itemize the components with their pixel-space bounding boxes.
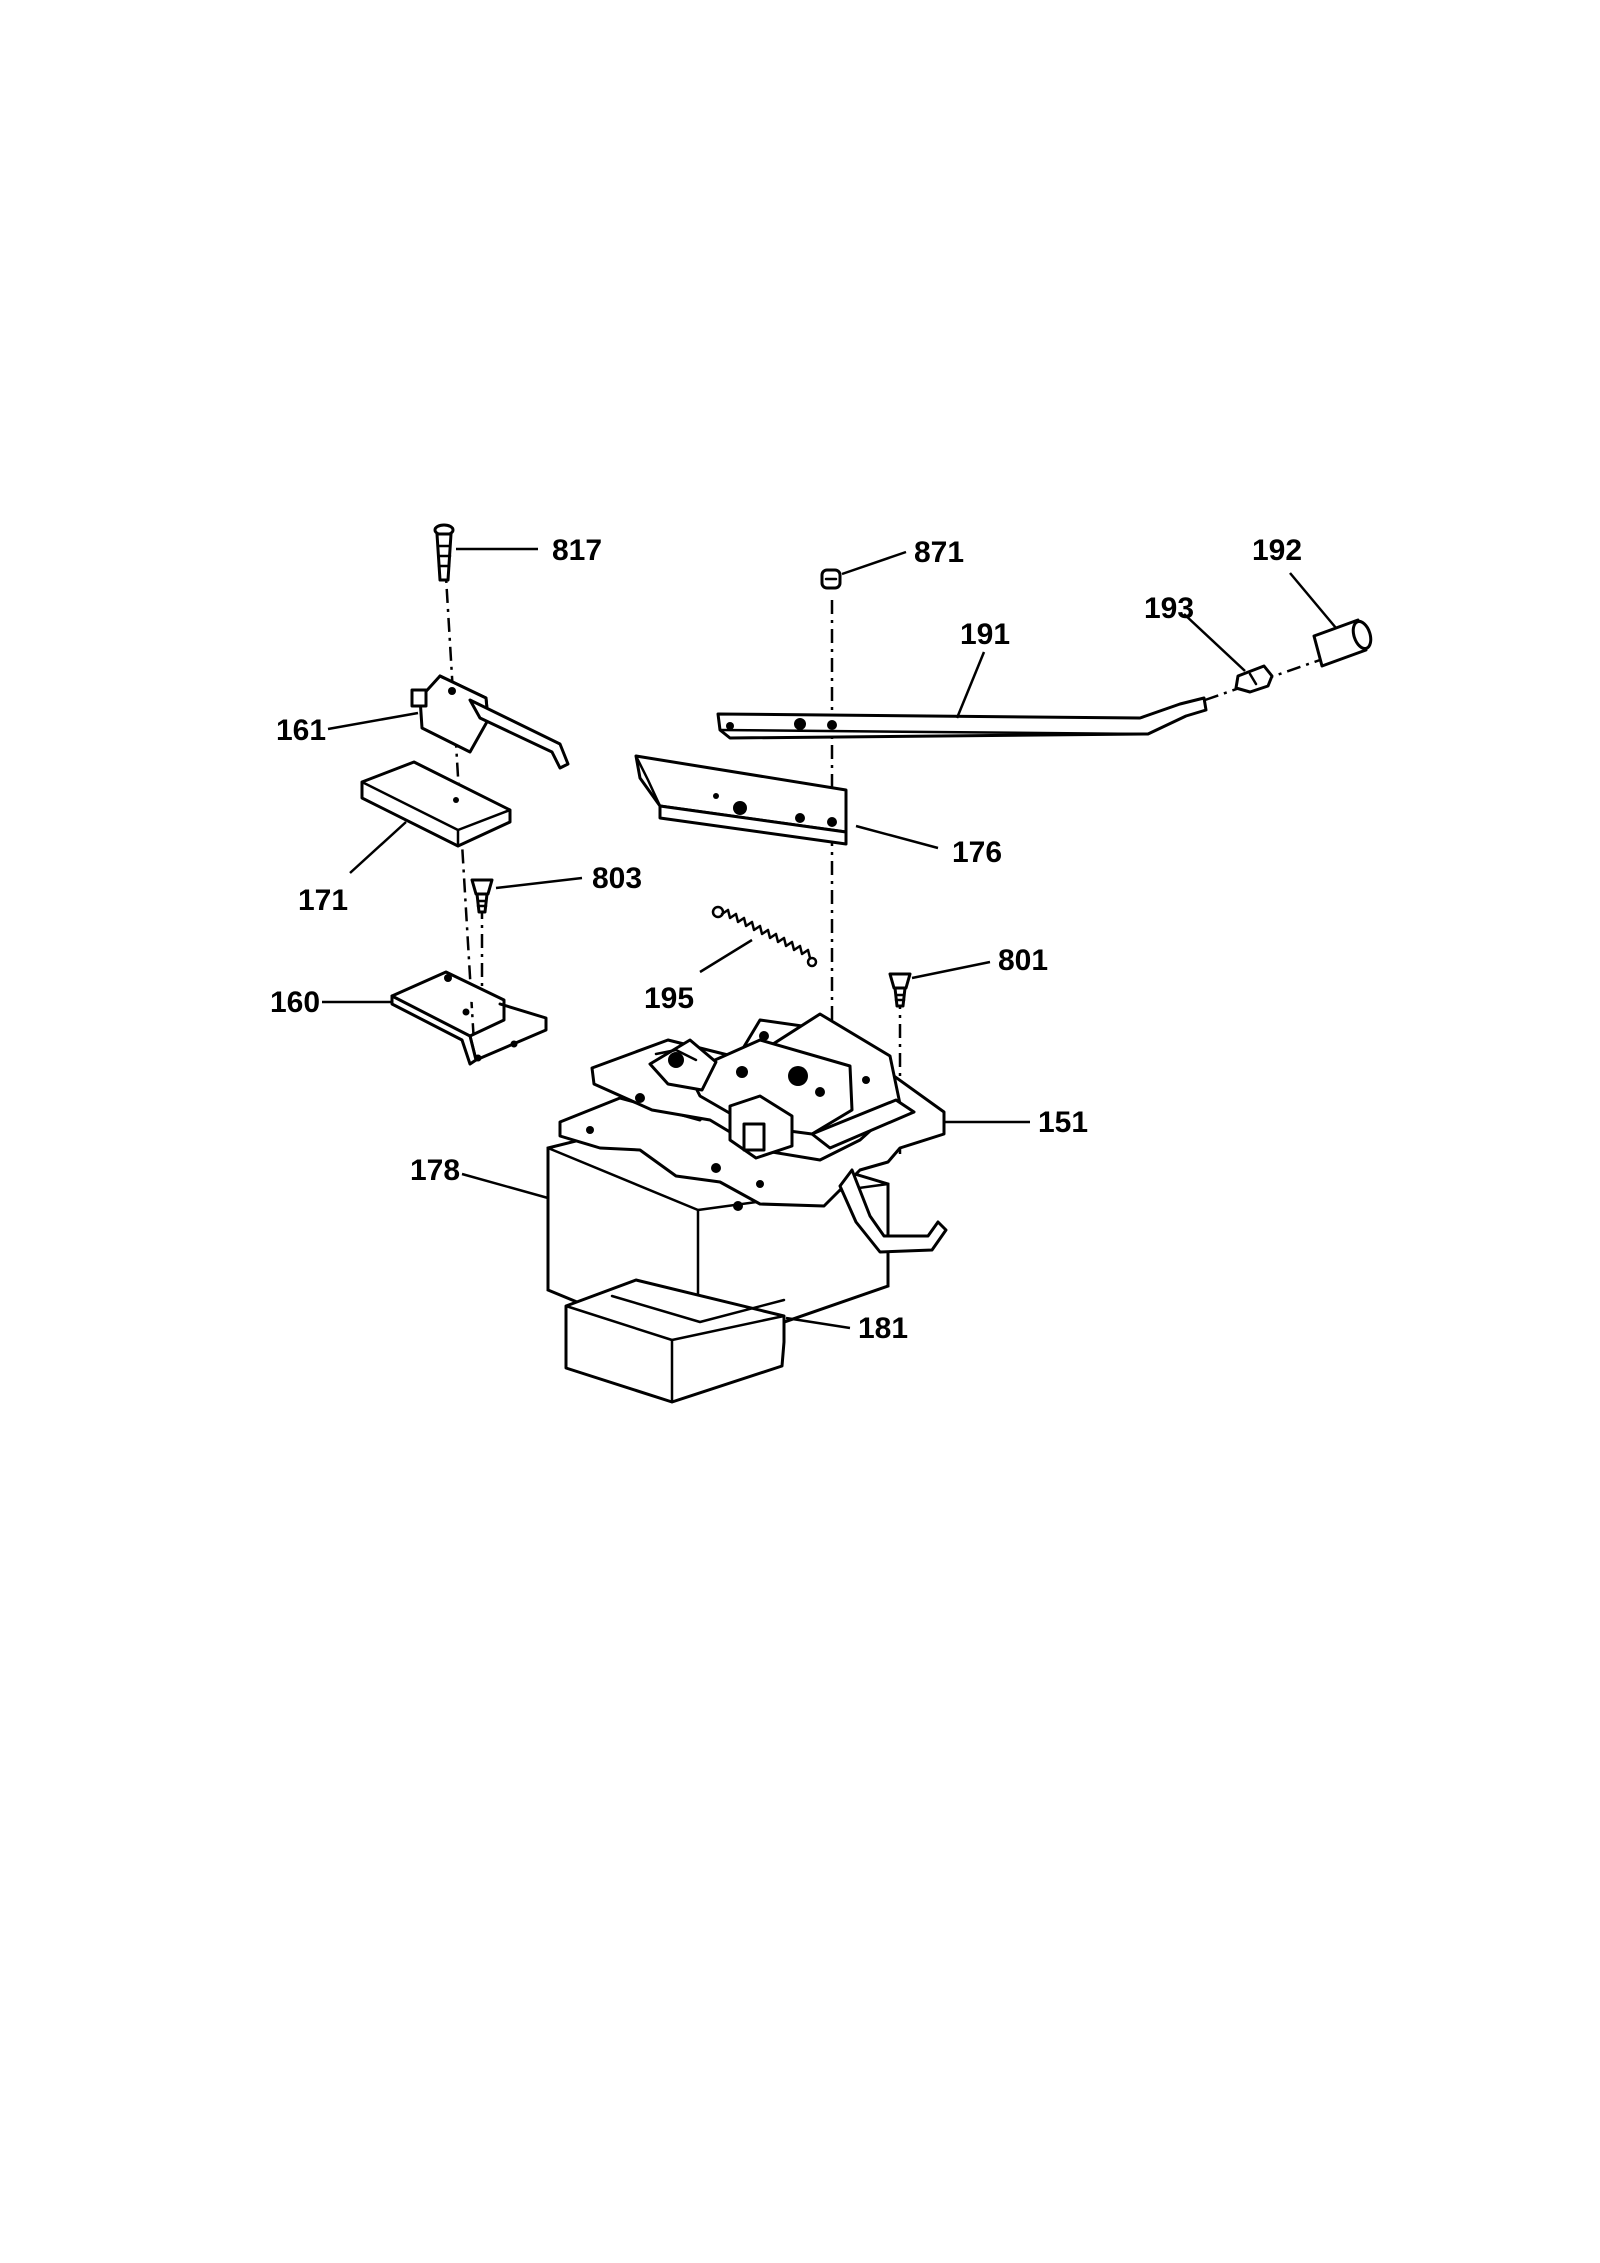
box-181 (564, 1278, 786, 1404)
callout-181: 181 (858, 1312, 908, 1345)
leader-176 (855, 824, 939, 850)
callout-195: 195 (644, 982, 694, 1015)
latch-assembly-151 (558, 1012, 948, 1254)
clip-193 (1234, 664, 1274, 694)
shield-176 (634, 754, 848, 846)
callout-191: 191 (960, 618, 1010, 651)
callout-171: 171 (298, 884, 348, 917)
callout-817: 817 (552, 534, 602, 567)
callout-151: 151 (1038, 1106, 1088, 1139)
callout-178: 178 (410, 1154, 460, 1187)
leader-178 (461, 1172, 549, 1200)
insulator-171 (360, 760, 512, 848)
leader-803 (495, 876, 583, 890)
leader-195 (699, 938, 753, 974)
callout-161: 161 (276, 714, 326, 747)
spring-195 (711, 905, 818, 968)
leader-171 (349, 821, 407, 874)
screw-801 (888, 972, 912, 1008)
arm-191 (716, 696, 1208, 740)
switch-161 (410, 674, 570, 770)
leader-191 (955, 651, 986, 719)
callout-193: 193 (1144, 592, 1194, 625)
bracket-160 (390, 970, 548, 1066)
callout-176: 176 (952, 836, 1002, 869)
callout-801: 801 (998, 944, 1048, 977)
leader-181 (785, 1316, 851, 1330)
leader-193 (1183, 613, 1246, 672)
screw-871 (820, 568, 842, 590)
cap-192 (1312, 618, 1373, 668)
callout-160: 160 (270, 986, 320, 1019)
leader-801 (911, 960, 991, 980)
leader-161 (327, 711, 419, 731)
callout-871: 871 (914, 536, 964, 569)
callout-192: 192 (1252, 534, 1302, 567)
leader-192 (1289, 572, 1337, 629)
screw-817 (433, 523, 455, 582)
screw-803 (470, 878, 494, 914)
callout-803: 803 (592, 862, 642, 895)
assembly-axis-screw-817 (443, 559, 477, 1061)
leader-871 (841, 550, 907, 576)
